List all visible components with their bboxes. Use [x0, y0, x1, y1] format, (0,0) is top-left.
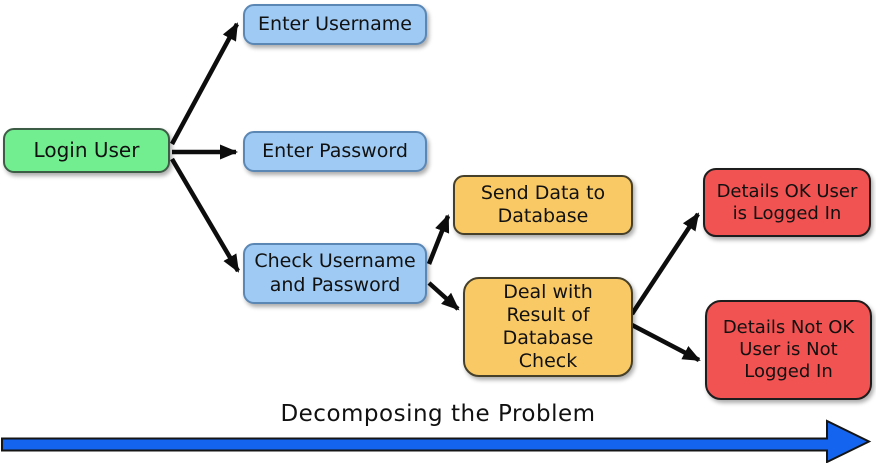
node-send-data-to-database: Send Data to Database	[453, 175, 633, 235]
node-enter-password: Enter Password	[243, 131, 427, 172]
node-details-not-ok-not-logged-in: Details Not OK User is Not Logged In	[705, 300, 872, 400]
connector-login-to-enter-username	[170, 22, 239, 146]
timeline-arrow	[1, 419, 872, 463]
node-deal-with-result: Deal with Result of Database Check	[463, 277, 633, 377]
diagram-caption: Decomposing the Problem	[280, 401, 596, 427]
connector-deal-to-details-not-ok	[630, 323, 701, 362]
connector-login-to-check	[170, 157, 240, 273]
connector-check-to-deal-result	[427, 281, 460, 311]
node-check-username-password: Check Username and Password	[243, 243, 427, 304]
node-enter-username: Enter Username	[243, 4, 427, 45]
connector-deal-to-details-ok	[630, 212, 700, 316]
connector-check-to-send-data	[426, 214, 451, 265]
node-login-user: Login User	[3, 128, 170, 173]
node-details-ok-logged-in: Details OK User is Logged In	[703, 168, 871, 237]
